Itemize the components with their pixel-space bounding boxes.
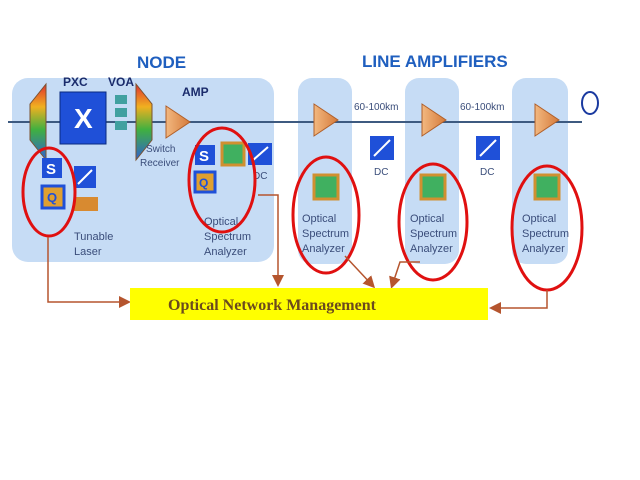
arrow-node-left <box>47 237 131 308</box>
node-dc-arrow-icon <box>251 146 269 162</box>
dc-label-2: DC <box>480 167 494 178</box>
node-osa-icon <box>220 141 246 167</box>
span-label-1: 60-100km <box>354 102 398 113</box>
arrow-osa-2 <box>389 261 420 289</box>
node-amplifier-icon <box>165 105 191 139</box>
voa-label: VOA <box>108 75 134 89</box>
q-label: Q <box>47 190 57 205</box>
s-label: S <box>46 161 56 178</box>
pxc-x-label: X <box>74 103 93 134</box>
arrow-osa-3 <box>489 290 548 314</box>
osa-3-label-1: Optical <box>522 213 556 225</box>
osa-icon-1 <box>312 173 340 201</box>
osa-1-label-1: Optical <box>302 213 336 225</box>
node-osa-label-2: Spectrum <box>204 231 251 243</box>
switch-receiver-label-2: Receiver <box>140 158 180 169</box>
osa-icon-3 <box>533 173 561 201</box>
dc-label-1: DC <box>374 167 388 178</box>
line-amplifier-icon-2 <box>421 103 447 137</box>
highlight-ring-4 <box>397 162 469 282</box>
voa-icon-3 <box>115 121 127 130</box>
q-box-2 <box>193 170 217 194</box>
highlight-ring-2 <box>187 126 257 234</box>
line-amp-panel-3 <box>512 78 568 264</box>
s-label-2: S <box>199 148 209 165</box>
line-amp-panel-1 <box>298 78 352 264</box>
pxc-label: PXC <box>63 75 88 89</box>
amp-label: AMP <box>182 85 209 99</box>
node-osa-label-3: Analyzer <box>204 246 247 258</box>
laser-block-icon <box>74 197 98 211</box>
pxc-switch <box>59 91 107 145</box>
node-osa-label-1: Optical <box>204 216 238 228</box>
mux-icon <box>135 82 153 162</box>
s-box-2 <box>195 145 215 165</box>
line-amplifiers-title: LINE AMPLIFIERS <box>362 52 508 71</box>
switch-receiver-label: Switch <box>146 144 175 155</box>
s-box <box>42 158 62 178</box>
osa-3-label-2: Spectrum <box>522 228 569 240</box>
highlight-ring-3 <box>291 155 361 275</box>
tunable-laser-label-2: Laser <box>74 246 102 258</box>
node-title: NODE <box>137 53 186 72</box>
osa-3-label-3: Analyzer <box>522 243 565 255</box>
osa-2-label-3: Analyzer <box>410 243 453 255</box>
osa-icon-2 <box>419 173 447 201</box>
management-bar <box>130 288 488 320</box>
q-box <box>40 184 66 210</box>
dc-arrow-icon-1 <box>373 139 391 157</box>
line-amp-panel-2 <box>405 78 459 264</box>
management-label: Optical Network Management <box>168 297 377 314</box>
tunable-laser-label-1: Tunable <box>74 231 113 243</box>
osa-2-label-1: Optical <box>410 213 444 225</box>
node-dc-label: DC <box>253 171 267 182</box>
osa-2-label-2: Spectrum <box>410 228 457 240</box>
arrow-node-right <box>258 194 284 287</box>
span-label-2: 60-100km <box>460 102 504 113</box>
osa-1-label-3: Analyzer <box>302 243 345 255</box>
dc-arrow-icon-2 <box>479 139 497 157</box>
line-amplifier-icon-3 <box>534 103 560 137</box>
fiber-spool-icon <box>581 91 599 115</box>
q-label-2: Q <box>199 176 208 190</box>
voa-icon-1 <box>115 95 127 104</box>
line-amplifier-icon-1 <box>313 103 339 137</box>
highlight-ring-1 <box>21 146 77 238</box>
arrow-osa-1 <box>344 255 376 289</box>
osa-1-label-2: Spectrum <box>302 228 349 240</box>
voa-icon-2 <box>115 108 127 117</box>
tunable-arrow-icon <box>77 169 93 185</box>
